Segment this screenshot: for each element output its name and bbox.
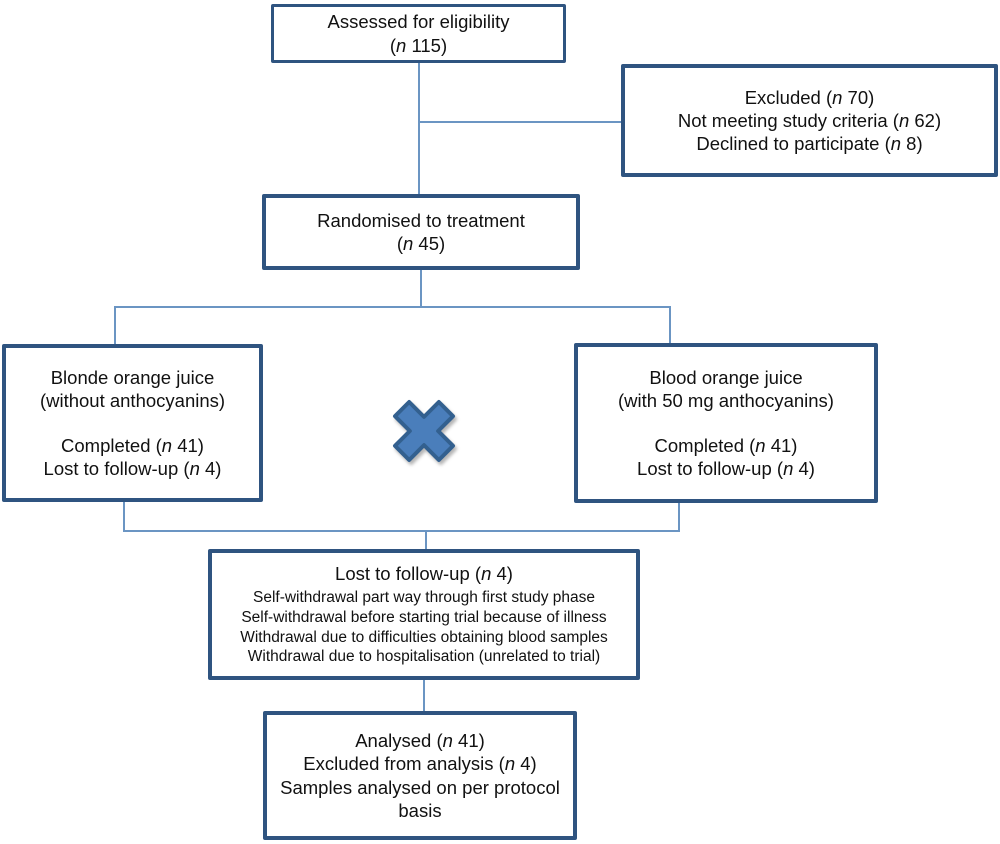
analysed-text: Analysed (n 41)Excluded from analysis (n… [271,729,569,822]
text-line: Lost to follow-up (n 4) [637,457,815,479]
lost-title: Lost to follow-up (n 4) [216,562,632,585]
blood-orange-juice-box: Blood orange juice(with 50 mg anthocyani… [574,343,878,503]
excluded-text: Excluded (n 70)Not meeting study criteri… [629,86,990,156]
cross-shape [393,400,455,462]
connector-lost-to-analysed [423,679,425,712]
connector-blood-to-merge [678,502,680,531]
text-line: Lost to follow-up (n 4) [335,562,513,584]
text-line: Blonde orange juice [50,366,215,388]
blood-title: Blood orange juice(with 50 mg anthocyani… [582,366,870,413]
text-line: Excluded from analysis (n 4) [303,753,537,775]
connector-branch-horizontal [114,306,671,308]
text-line: Self-withdrawal before starting trial be… [241,608,607,626]
assessed-text: Assessed for eligibility(n 115) [278,10,559,57]
text-line: Completed (n 41) [61,434,204,456]
randomised-box: Randomised to treatment(n 45) [262,194,580,270]
connector-to-excluded [419,121,622,123]
text-line: Randomised to treatment [317,209,525,231]
multiplication-cross-icon [393,400,455,462]
blonde-orange-juice-box: Blonde orange juice(without anthocyanins… [2,344,263,502]
excluded-box: Excluded (n 70)Not meeting study criteri… [621,64,998,177]
text-line: Assessed for eligibility [327,11,510,33]
connector-blonde-to-merge [123,500,125,531]
connector-branch-to-blonde [114,306,116,345]
blonde-title: Blonde orange juice(without anthocyanins… [10,366,255,413]
lost-to-follow-up-box: Lost to follow-up (n 4) Self-withdrawal … [208,549,640,680]
blonde-stats: Completed (n 41)Lost to follow-up (n 4) [10,434,255,481]
randomised-text: Randomised to treatment(n 45) [270,209,572,256]
text-line: (with 50 mg anthocyanins) [618,390,834,412]
connector-assessed-to-randomised [418,63,420,195]
connector-branch-to-blood [669,306,671,344]
text-line: (n 45) [396,233,446,254]
text-line: (n 115) [389,34,448,56]
text-line: Completed (n 41) [654,434,798,456]
lost-details: Self-withdrawal part way through first s… [216,588,632,667]
connector-merge-horizontal [123,530,680,532]
text-line: (without anthocyanins) [39,390,226,412]
text-line: Withdrawal due to hospitalisation (unrel… [247,648,601,666]
assessed-for-eligibility-box: Assessed for eligibility(n 115) [271,4,566,63]
text-line: Declined to participate (n 8) [696,133,923,155]
blood-stats: Completed (n 41)Lost to follow-up (n 4) [582,434,870,481]
text-line: Lost to follow-up (n 4) [43,457,222,479]
text-line: Samples analysed on per protocol basis [280,776,560,821]
connector-merge-to-lost [425,530,427,550]
text-line: Withdrawal due to difficulties obtaining… [240,628,608,646]
text-line: Self-withdrawal part way through first s… [252,588,596,606]
connector-randomised-to-branch [420,269,422,307]
text-line: Blood orange juice [649,366,803,388]
text-line: Excluded (n 70) [744,86,875,108]
text-line: Not meeting study criteria (n 62) [677,109,942,131]
text-line: Analysed (n 41) [355,729,485,751]
analysed-box: Analysed (n 41)Excluded from analysis (n… [263,711,577,840]
